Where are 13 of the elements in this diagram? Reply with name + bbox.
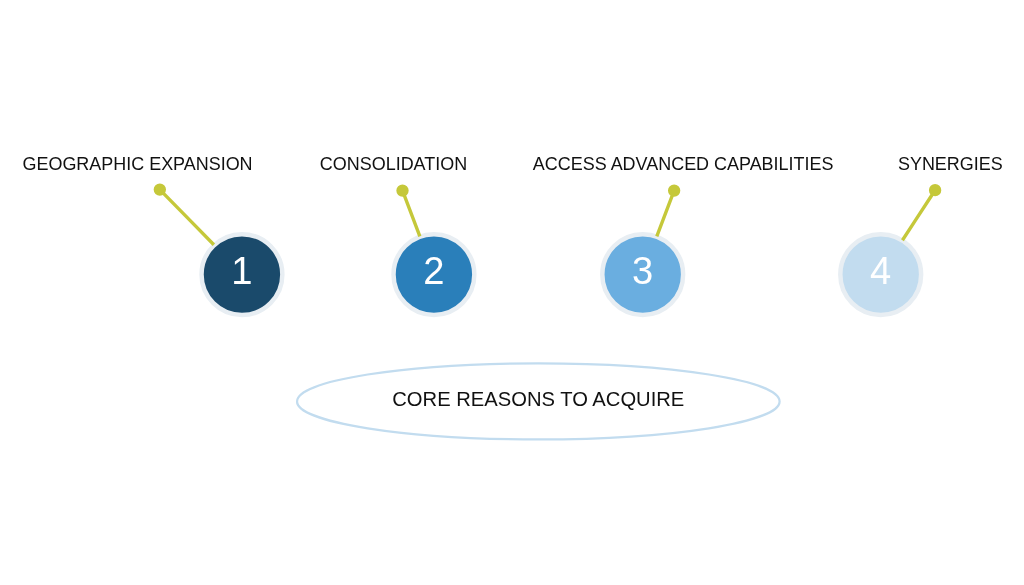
node-ellipse: CORE REASONS TO ACQUIRE <box>295 362 781 441</box>
connector <box>153 183 215 246</box>
node-text: GEOGRAPHIC EXPANSION <box>21 153 253 174</box>
connector <box>654 184 680 237</box>
node-text: ACCESS ADVANCED CAPABILITIES <box>532 153 833 174</box>
node-circle: 2 <box>390 231 477 318</box>
connector <box>900 183 941 242</box>
node-circle: 4 <box>837 231 923 318</box>
connector <box>395 184 421 237</box>
node-text: SYNERGIES <box>897 153 1003 174</box>
node-text: CONSOLIDATION <box>319 153 467 174</box>
node-circle: 1 <box>198 231 285 318</box>
node-circle: 3 <box>599 231 685 318</box>
